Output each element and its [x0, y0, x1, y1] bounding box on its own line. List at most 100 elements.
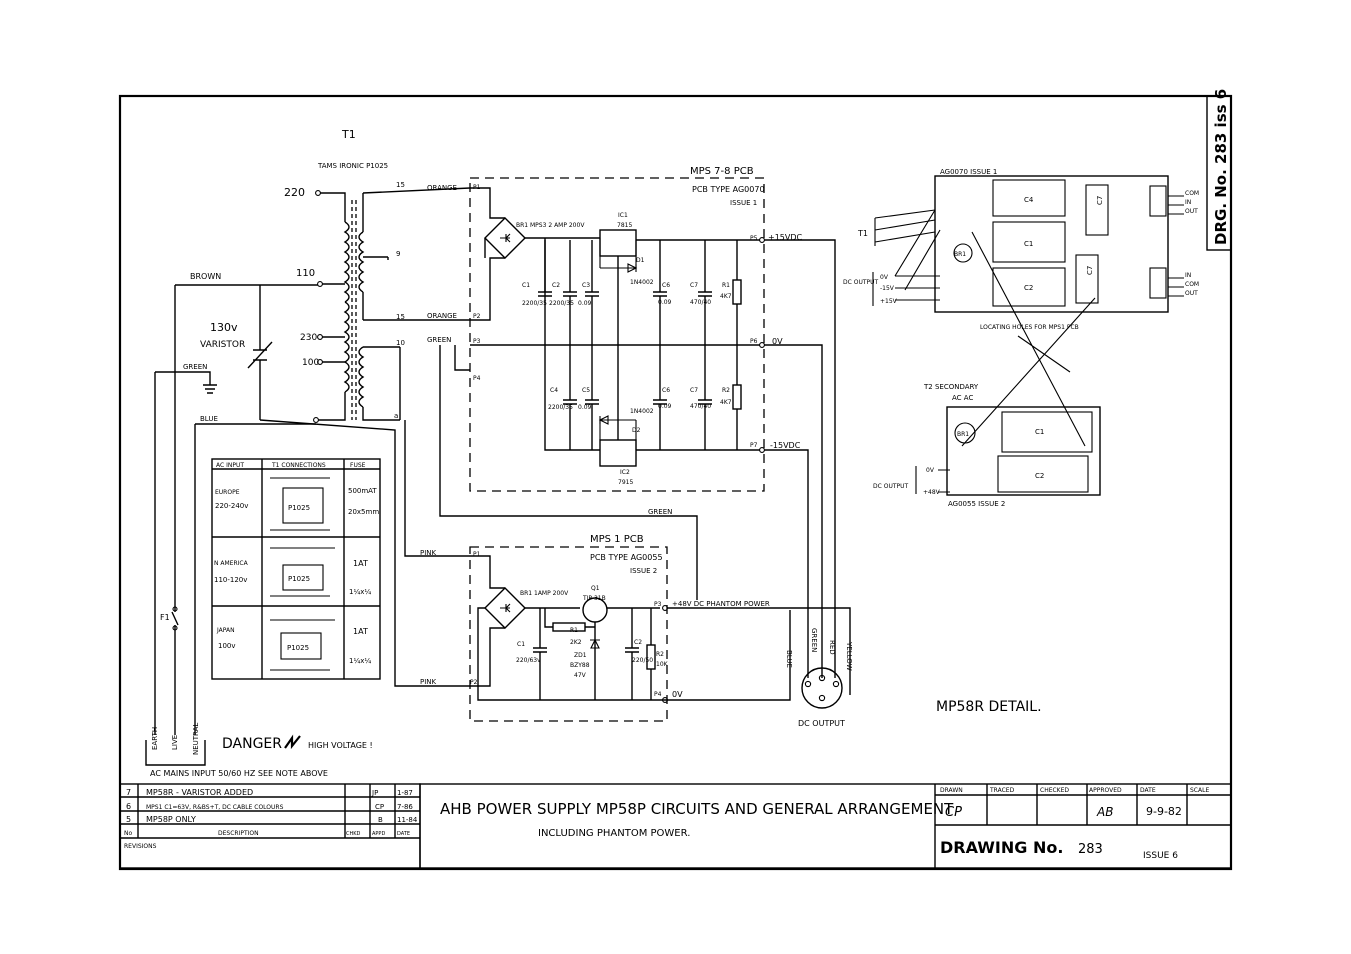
pcb-mps78-r1-label: R1: [722, 282, 730, 289]
d1-holes: LOCATING HOLES FOR MPS1 PCB: [980, 324, 1079, 331]
detail1-v0-label: 0V: [880, 274, 889, 281]
pcb-mps78-c6a-label: C6: [662, 282, 670, 289]
table-rows-2-fuse-b-label: 1¼x¼: [349, 657, 371, 665]
transformer-t1: T1 TAMS IRONIC P1025 220 110 230 100 15 …: [284, 128, 471, 423]
revisions-rows-0-desc-label: MP58R - VARISTOR ADDED: [146, 788, 253, 797]
revisions-rows-1-desc-label: MPS1 C1=63V, R&BS+T, DC CABLE COLOURS: [146, 804, 284, 811]
detail1-out2-label: OUT: [1185, 290, 1198, 297]
table-rows-1-fuse-a-label: 1AT: [353, 559, 368, 568]
detail1-br1-label: BR1: [954, 251, 966, 258]
pcb-mps78-r1-val-label: 4K7: [720, 293, 732, 300]
d2-dc-output: DC OUTPUT: [873, 483, 909, 490]
pcb-mps1: MPS 1 PCB PCB TYPE AG0055 ISSUE 2 P1 P2 …: [469, 534, 851, 722]
sec-pin-15b: 15: [396, 313, 405, 321]
wire-blue-dc: BLUE: [785, 650, 793, 668]
detail1-c7b-label: C7: [1086, 266, 1094, 275]
detail1-in1-label: IN: [1185, 199, 1191, 206]
revisions-header-no-label: No: [124, 830, 132, 837]
detail1-vpos-label: +15V: [880, 298, 898, 305]
table-rows-2-input-a-label: JAPAN: [216, 627, 235, 634]
revisions-rows-0-no-label: 7: [126, 788, 131, 797]
pcb-mps78-c6b-val-label: 0.09: [658, 403, 672, 410]
mps78-p7: P7: [750, 442, 758, 449]
revisions-header-chk-label: CHKD: [346, 831, 361, 837]
mps78-type: PCB TYPE AG0070: [692, 185, 765, 194]
table-rows-1-input-a-label: N AMERICA: [214, 560, 249, 567]
drawing-no: 283: [1078, 842, 1103, 857]
table-header-input: AC INPUT: [216, 462, 244, 469]
pcb-mps1-c2-val-label: 220/50: [632, 657, 653, 664]
pcb-mps1-zd1-val-label: 47V: [574, 672, 587, 679]
pcb-mps78-c6b-label: C6: [662, 387, 670, 394]
table-rows-0-part-label: P1025: [288, 504, 310, 512]
detail1-c1-label: C1: [1024, 240, 1033, 248]
revisions-label-label: REVISIONS: [124, 843, 157, 850]
mps1-q1-part: TIP 31B: [582, 595, 606, 602]
mains-caption: AC MAINS INPUT 50/60 HZ SEE NOTE ABOVE: [150, 769, 328, 778]
revisions-rows-2-no-label: 5: [126, 815, 131, 824]
mps78-d2-part: 1N4002: [630, 408, 654, 415]
danger-word: DANGER: [222, 736, 282, 752]
detail2-v48-label: +48V: [923, 489, 941, 496]
mps78-out-pos: +15VDC: [768, 233, 803, 242]
title-block-scale-h-label: SCALE: [1190, 787, 1209, 794]
mps78-ic2: IC2: [620, 469, 630, 476]
pcb-mps78-c6a-val-label: 0.09: [658, 299, 672, 306]
pcb-mps78-c2-label: C2: [552, 282, 560, 289]
wire-green-dc: GREEN: [810, 628, 818, 652]
mains-neutral: NEUTRAL: [192, 723, 200, 755]
mps78-p5: P5: [750, 235, 758, 242]
pcb-mps78-c7a-label: C7: [690, 282, 698, 289]
table-rows-1-part-label: P1025: [288, 575, 310, 583]
mps78-issue: ISSUE 1: [730, 199, 757, 207]
wire-blue-label: BLUE: [200, 415, 218, 423]
table-rows-0-input-b-label: 220-240v: [215, 502, 248, 510]
sec-pin-a: a: [394, 412, 398, 420]
pcb-mps78-c3-val-label: 0.09: [578, 300, 592, 307]
mains-earth: EARTH: [151, 727, 159, 750]
title-block: AHB POWER SUPPLY MP58P CIRCUITS AND GENE…: [419, 783, 1232, 869]
varistor-label: VARISTOR: [200, 340, 245, 350]
detail2-v0-label: 0V: [926, 467, 935, 474]
pcb-mps1-c2-label: C2: [634, 639, 642, 646]
pcb-mps1-r1-val-label: 2K2: [570, 639, 582, 646]
detail2-c2-label: C2: [1035, 472, 1044, 480]
revisions-header-date-label: DATE: [397, 831, 410, 837]
mps78-p3: P3: [473, 338, 481, 345]
revisions-rows-0-by-label: JP: [371, 789, 378, 797]
mps1-title: MPS 1 PCB: [590, 534, 644, 545]
pcb-mps78-c3-label: C3: [582, 282, 590, 289]
pcb-mps78-c4-val-label: 2200/35: [548, 404, 573, 411]
pcb-mps78-r2-val-label: 4K7: [720, 399, 732, 406]
revisions-rows-1-date-label: 7-86: [397, 803, 413, 811]
pcb-mps78-c5-label: C5: [582, 387, 590, 394]
mps78-p4: P4: [473, 375, 481, 382]
pcb-mps1-r1-label: R1: [570, 627, 578, 634]
pcb-mps78-c1-val-label: 2200/35: [522, 300, 547, 307]
mps1-type: PCB TYPE AG0055: [590, 553, 663, 562]
title-block-checked-h-label: CHECKED: [1040, 787, 1069, 794]
title-block-approved-h-label: APPROVED: [1089, 787, 1122, 794]
d1-title: AG0070 ISSUE 1: [940, 168, 997, 176]
drawing-frame: [118, 94, 1233, 871]
table-rows-1-fuse-b-label: 1¼x¼: [349, 588, 371, 596]
revisions-header-desc-label: DESCRIPTION: [218, 830, 259, 837]
tap-110: 110: [296, 268, 315, 279]
pcb-mps78: MPS 7-8 PCB PCB TYPE AG0070 ISSUE 1 ORAN…: [427, 166, 836, 678]
mps78-p2: P2: [473, 313, 481, 320]
revisions-rows-1-no-label: 6: [126, 802, 131, 811]
d1-dc-output: DC OUTPUT: [843, 279, 879, 286]
pcb-mps1-zd1-label: ZD1: [574, 652, 587, 659]
table-rows-0-fuse-a-label: 500mAT: [348, 487, 377, 495]
detail-label: MP58R DETAIL.: [936, 699, 1042, 715]
pcb-mps78-c7b-val-label: 470/40: [690, 403, 711, 410]
pcb-mps78-c4-label: C4: [550, 387, 558, 394]
detail-ag0070: AG0070 ISSUE 1 C4 C1 C2 C7 C7 BR1 COM IN…: [843, 168, 1199, 447]
pcb-mps1-c1-label: C1: [517, 641, 525, 648]
detail1-com2-label: COM: [1185, 281, 1199, 288]
pcb-mps1-r2-label: R2: [656, 651, 664, 658]
revisions-block: 7 MP58R - VARISTOR ADDED JP 1-87 6 MPS1 …: [119, 783, 421, 869]
wire-orange2: ORANGE: [427, 312, 457, 320]
fuse-f1: F1: [160, 613, 170, 622]
detail1-com1-label: COM: [1185, 190, 1199, 197]
